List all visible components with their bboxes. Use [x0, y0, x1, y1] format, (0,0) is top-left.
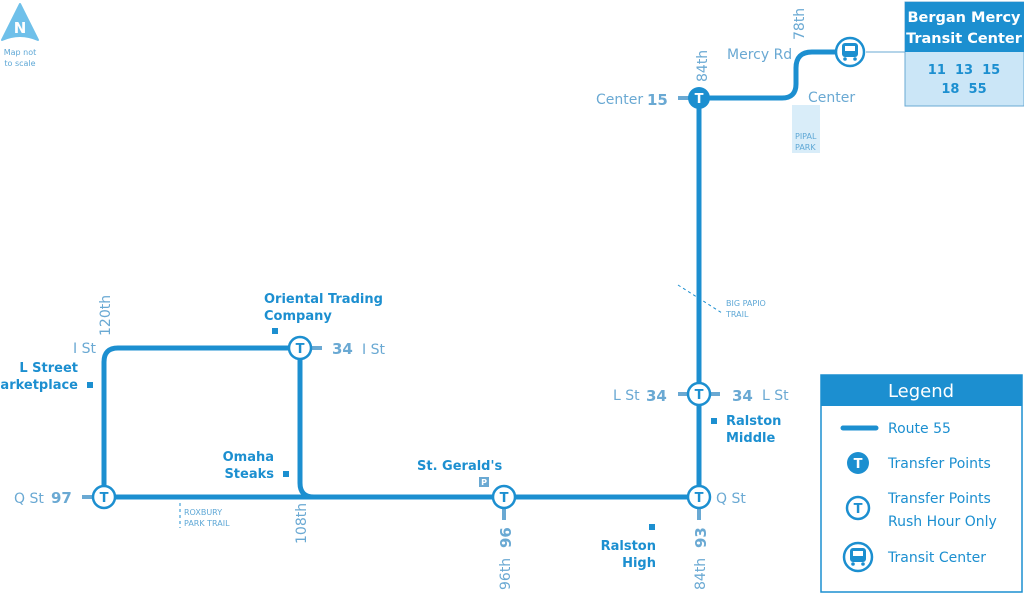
transfer-point-120th-q: T — [91, 484, 117, 510]
ralston-middle-line1: Ralston — [726, 414, 781, 429]
route-93-label: 93 — [692, 527, 710, 548]
i-st-west-label: I St — [73, 341, 96, 357]
l-street-marketplace-line2: Marketplace — [0, 378, 78, 393]
ralston-high-line1: Ralston — [601, 539, 656, 554]
legend-bus-icon — [842, 541, 874, 573]
bus-icon — [834, 36, 866, 68]
ralston-middle-marker — [711, 418, 717, 424]
center-east-label: Center — [808, 90, 855, 106]
108th-label: 108th — [294, 503, 310, 544]
parking-icon — [479, 477, 489, 487]
l-st-east-label: L St — [762, 388, 789, 404]
route-97-label: 97 — [51, 489, 72, 507]
84th-top-label: 84th — [695, 50, 711, 82]
legend-transfer-label: Transfer Points — [887, 456, 991, 472]
78th-label: 78th — [792, 8, 808, 40]
oriental-trading-line1: Oriental Trading — [264, 292, 383, 307]
big-papio-line2: TRAIL — [725, 310, 749, 319]
legend-rush-swatch — [845, 495, 871, 521]
ralston-high-line2: High — [622, 556, 656, 571]
legend-transfer-swatch — [847, 452, 869, 474]
roxbury-line1: ROXBURY — [184, 508, 222, 517]
legend-title: Legend — [888, 381, 954, 402]
omaha-steaks-line1: Omaha — [223, 450, 274, 465]
transfer-icon: T — [695, 92, 704, 107]
north-arrow-icon: N — [1, 3, 39, 41]
scale-note-line2: to scale — [4, 59, 35, 68]
transit-center-panel: Bergan Mercy Transit Center 11 13 15 18 … — [904, 1, 1024, 107]
route-15-label: 15 — [647, 91, 668, 109]
st-geralds-label: St. Gerald's — [417, 459, 502, 474]
l-st-west-label: L St — [613, 388, 640, 404]
l-street-marketplace-line1: L Street — [19, 361, 78, 376]
pipal-park-line1: PIPAL — [795, 132, 817, 141]
pipal-park-line2: PARK — [795, 143, 816, 152]
transfer-icon: T — [854, 457, 863, 472]
oriental-trading-line2: Company — [264, 309, 332, 324]
transfer-point-108th-i: T — [287, 335, 313, 361]
omaha-steaks-line2: Steaks — [224, 467, 274, 482]
parking-letter: P — [481, 478, 487, 487]
transit-center-routes-line2: 18 55 — [941, 82, 986, 97]
transfer-point-84th-l: T — [686, 381, 712, 407]
transit-center-title-line2: Transit Center — [906, 31, 1023, 47]
96th-label: 96th — [498, 558, 514, 590]
north-letter: N — [14, 19, 27, 37]
transfer-icon: T — [500, 491, 509, 506]
legend-rush-line2: Rush Hour Only — [888, 514, 997, 530]
big-papio-line1: BIG PAPIO — [726, 299, 766, 308]
i-st-east-label: I St — [362, 342, 385, 358]
route-34-i-label: 34 — [332, 340, 353, 358]
q-st-east-label: Q St — [716, 491, 746, 507]
transfer-point-84th-center: T — [688, 87, 710, 109]
transfer-icon: T — [854, 502, 863, 517]
l-street-marketplace-marker — [87, 382, 93, 388]
transfer-icon: T — [695, 388, 704, 403]
transfer-point-84th-q: T — [686, 484, 712, 510]
omaha-steaks-marker — [283, 471, 289, 477]
legend-route-line-label: Route 55 — [888, 421, 951, 437]
120th-label: 120th — [98, 295, 114, 336]
q-st-west-label: Q St — [14, 491, 44, 507]
transit-center-header — [905, 2, 1024, 52]
legend-rush-line1: Transfer Points — [887, 491, 991, 507]
transfer-icon: T — [296, 342, 305, 357]
route-34-l-west-label: 34 — [646, 387, 667, 405]
scale-note-line1: Map not — [4, 48, 37, 57]
transfer-point-96th-q: T — [491, 484, 517, 510]
pipal-park-area — [792, 105, 820, 153]
legend-transit-center-label: Transit Center — [887, 550, 986, 566]
transfer-icon: T — [100, 491, 109, 506]
route-96-label: 96 — [497, 527, 515, 548]
roxbury-line2: PARK TRAIL — [184, 519, 230, 528]
ralston-middle-line2: Middle — [726, 431, 775, 446]
center-west-label: Center — [596, 92, 643, 108]
ralston-high-marker — [649, 524, 655, 530]
oriental-trading-marker — [272, 328, 278, 334]
route-34-l-east-label: 34 — [732, 387, 753, 405]
legend-header — [821, 375, 1022, 406]
transfer-icon: T — [695, 491, 704, 506]
transit-center-title-line1: Bergan Mercy — [907, 10, 1021, 26]
mercy-rd-label: Mercy Rd — [727, 47, 792, 63]
legend: Legend Route 55 T Transfer Points T Tran… — [820, 374, 1023, 593]
84th-bottom-label: 84th — [693, 558, 709, 590]
transit-center-routes-line1: 11 13 15 — [928, 63, 1000, 78]
